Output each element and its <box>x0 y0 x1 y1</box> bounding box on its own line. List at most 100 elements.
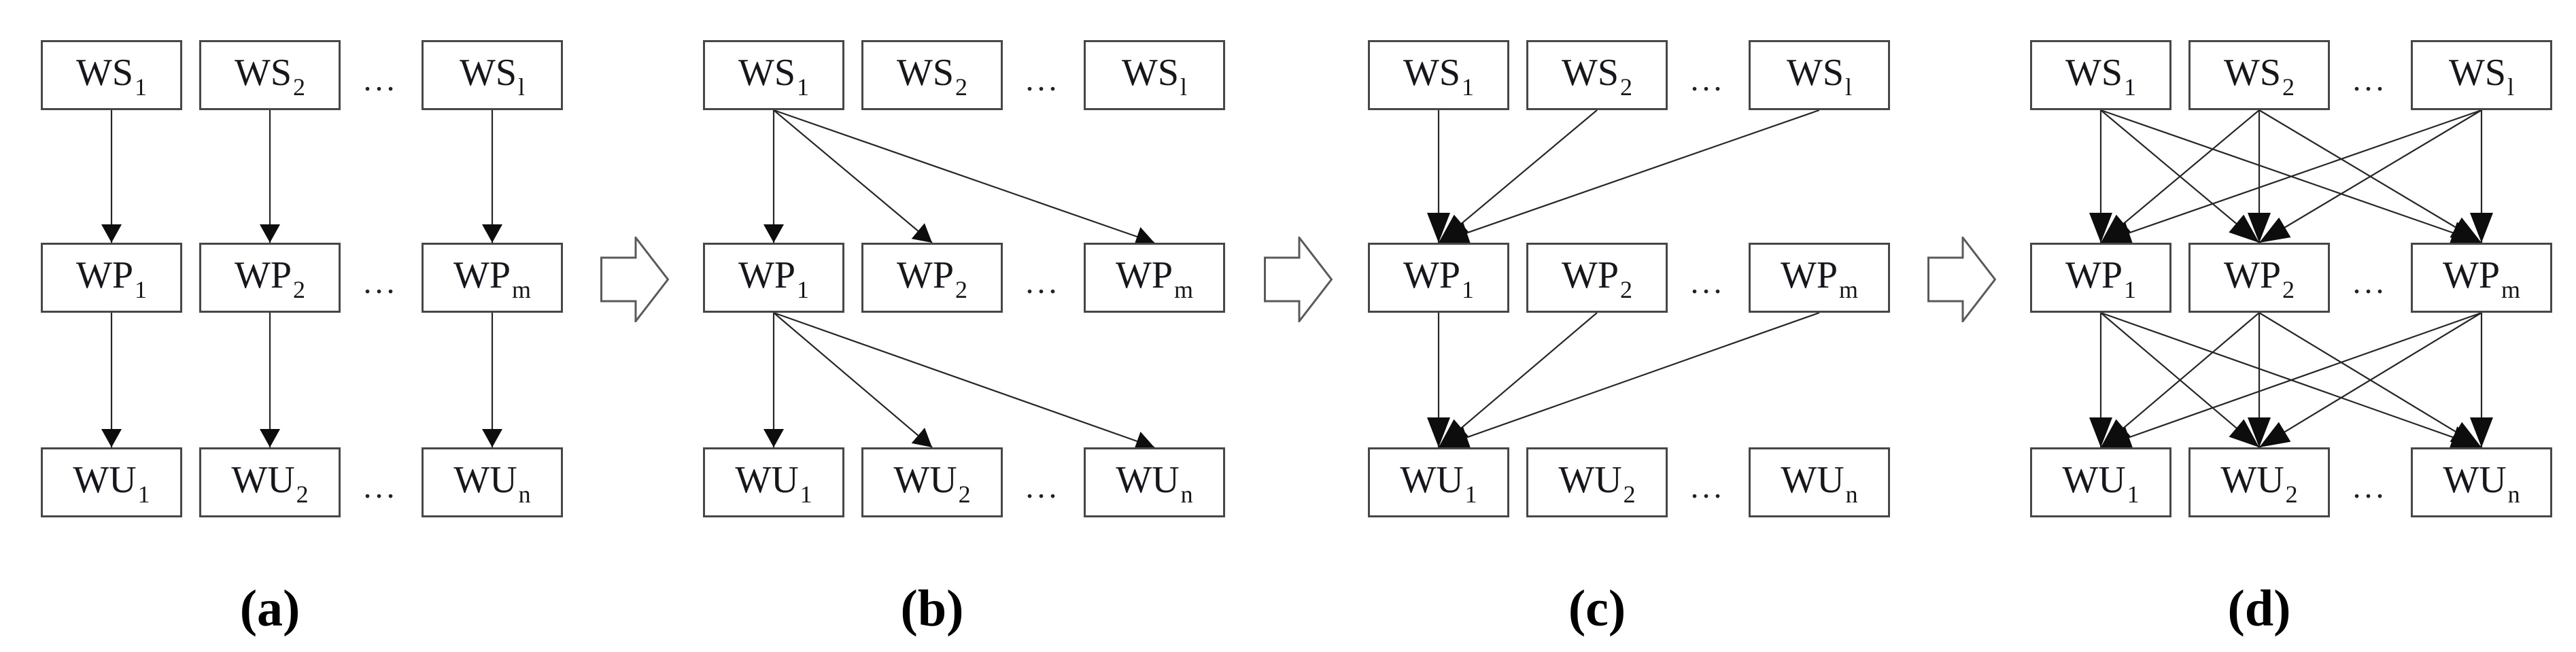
edge-line <box>2259 312 2482 448</box>
arrowhead <box>911 428 932 447</box>
box-subscript: 1 <box>135 276 147 303</box>
box-label: WS <box>2224 52 2281 94</box>
ellipsis: ... <box>1690 469 1725 505</box>
arrowhead <box>482 429 502 447</box>
arrowhead <box>2450 217 2481 243</box>
edge-line <box>773 311 1155 449</box>
box-label: WU <box>2220 459 2284 501</box>
box-label: WU <box>1558 459 1622 501</box>
panel-label: (b) <box>900 580 964 637</box>
edge-line <box>1438 311 1820 449</box>
edge-line <box>1438 312 1598 448</box>
arrowhead <box>2229 419 2259 447</box>
box-ws2: WS2 <box>2188 40 2330 110</box>
edges-layer <box>101 110 502 447</box>
box-wun: WUn <box>2411 447 2552 517</box>
edge-line <box>773 109 933 243</box>
box-subscript: m <box>511 276 531 303</box>
box-wun: WUn <box>1084 447 1225 517</box>
edge-line <box>773 312 933 448</box>
box-wsl: WSl <box>422 40 563 110</box>
box-subscript: 2 <box>1623 481 1636 508</box>
arrowhead <box>2089 417 2112 447</box>
arrowhead <box>2101 222 2133 244</box>
box-label: WP <box>897 254 954 296</box>
box-label: WP <box>235 254 292 296</box>
box-subscript: 1 <box>2127 481 2140 508</box>
box-subscript: 2 <box>955 73 967 101</box>
arrowhead <box>1133 431 1154 451</box>
box-wpm: WPm <box>1084 243 1225 313</box>
box-subscript: l <box>517 73 525 101</box>
block-arrow-right-icon <box>1927 237 1996 322</box>
box-ws2: WS2 <box>199 40 341 110</box>
arrowhead <box>911 223 932 243</box>
box-subscript: 1 <box>2124 276 2136 303</box>
box-label: WS <box>897 52 954 94</box>
ellipsis: ... <box>1025 62 1061 98</box>
edge-line <box>773 109 1155 244</box>
box-wpm: WPm <box>2411 243 2552 313</box>
arrowhead <box>260 429 280 447</box>
arrowhead <box>1439 222 1471 244</box>
box-subscript: m <box>2501 276 2520 303</box>
box-subscript: 1 <box>2124 73 2136 101</box>
box-ws1: WS1 <box>41 40 182 110</box>
box-subscript: 1 <box>137 481 150 508</box>
arrowhead <box>2259 217 2291 243</box>
ellipsis: ... <box>1025 469 1061 505</box>
box-subscript: l <box>1180 73 1187 101</box>
box-subscript: 2 <box>958 481 971 508</box>
box-label: WS <box>1562 52 1619 94</box>
box-wsl: WSl <box>1084 40 1225 110</box>
box-subscript: n <box>1180 481 1193 508</box>
panel-label: (a) <box>239 580 300 637</box>
arrowhead <box>763 429 784 447</box>
arrowhead <box>1439 419 1469 447</box>
ellipsis: ... <box>2352 62 2388 98</box>
arrowhead <box>2229 214 2259 243</box>
ellipsis: ... <box>2352 469 2388 505</box>
ellipsis: ... <box>1690 264 1725 301</box>
arrowhead <box>2248 417 2271 447</box>
box-label: WS <box>459 52 517 94</box>
edge-line <box>1438 109 1820 244</box>
box-wpm: WPm <box>1749 243 1890 313</box>
block-arrow-right-icon <box>1264 237 1333 322</box>
arrowhead <box>2101 426 2133 449</box>
block-arrow-right-icon <box>600 237 669 322</box>
box-wp2: WP2 <box>861 243 1003 313</box>
box-label: WP <box>1562 254 1619 296</box>
arrowhead <box>2470 417 2493 447</box>
arrowhead <box>1133 227 1154 247</box>
box-wu1: WU1 <box>703 447 844 517</box>
box-subscript: 2 <box>955 276 967 303</box>
box-label: WS <box>1786 52 1844 94</box>
box-subscript: 1 <box>797 73 809 101</box>
box-subscript: 1 <box>800 481 812 508</box>
ellipsis: ... <box>1690 62 1725 98</box>
box-ws2: WS2 <box>861 40 1003 110</box>
box-subscript: 2 <box>293 276 305 303</box>
box-label: WS <box>2448 52 2506 94</box>
box-subscript: l <box>1844 73 1852 101</box>
arrowhead <box>482 224 502 243</box>
box-wpm: WPm <box>422 243 563 313</box>
box-label: WU <box>1400 459 1464 501</box>
box-label: WS <box>738 52 795 94</box>
ellipsis: ... <box>1025 264 1061 301</box>
arrowhead <box>2089 213 2112 243</box>
box-subscript: n <box>2507 481 2520 508</box>
arrowhead <box>260 224 280 243</box>
box-label: WS <box>235 52 292 94</box>
box-label: WP <box>1115 254 1173 296</box>
box-subscript: 2 <box>1620 73 1632 101</box>
arrowhead <box>1439 214 1469 243</box>
edges-layer <box>2089 109 2493 449</box>
edge-line <box>2100 109 2482 244</box>
panel-a: WS1 WS2 WSl WP1 WP2 WPm WU1 WU2 WUn ... … <box>41 0 564 652</box>
arrowhead <box>763 224 784 243</box>
arrowhead <box>2470 213 2493 243</box>
box-label: WP <box>453 254 511 296</box>
box-label: WS <box>2065 52 2123 94</box>
